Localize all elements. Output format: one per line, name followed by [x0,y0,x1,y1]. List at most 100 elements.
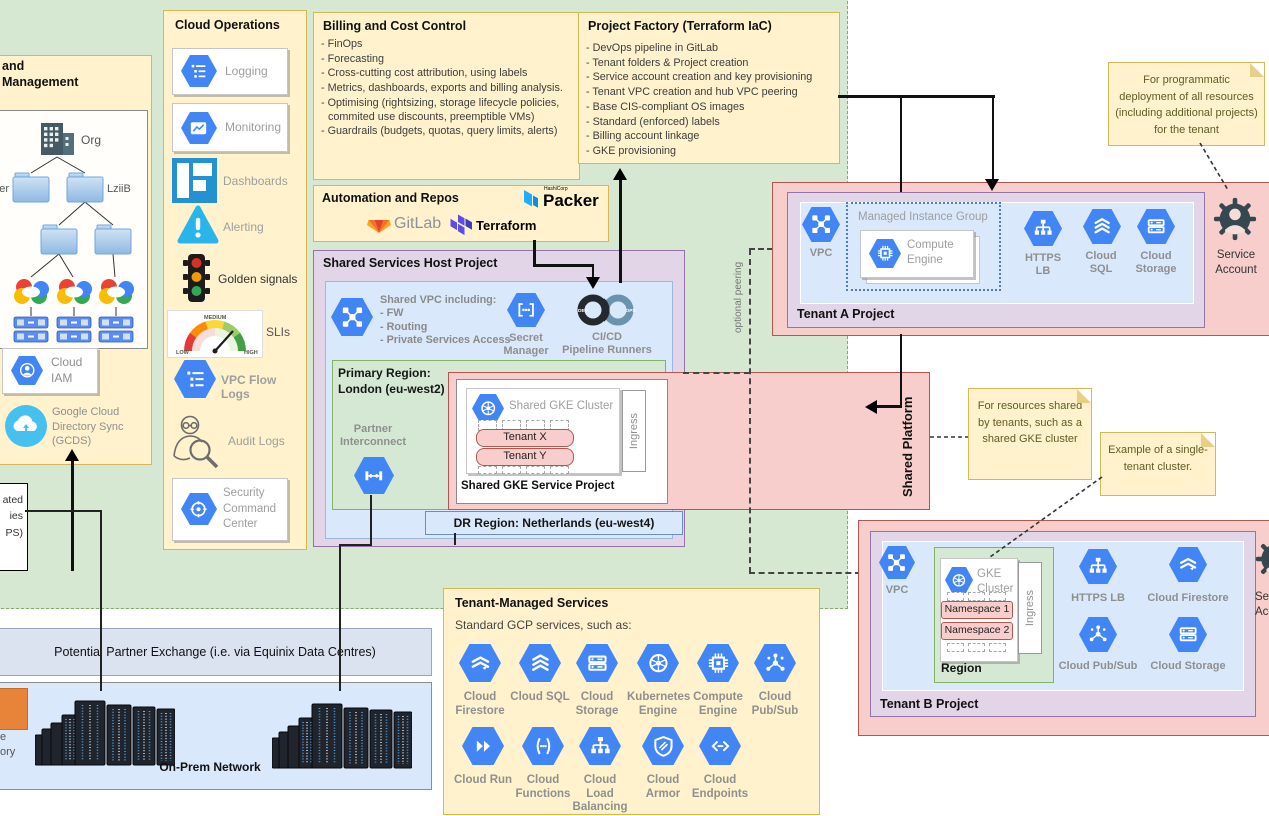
folder-left-label-fragment: er [0,183,9,195]
tenant-b-pubsub-label: Cloud Pub/Sub [1058,660,1138,672]
billing-title: Billing and Cost Control [323,19,467,33]
vpc-flow-logs-icon [174,360,216,398]
monitoring-label: Monitoring [225,120,282,134]
list-item: - Tenant folders & Project creation [586,56,749,69]
arrow-factory-tenant-a-v [991,95,994,180]
cloud-functions-label: Cloud Functions [515,774,571,800]
list-item: - Base CIS-compliant OS images [586,100,745,113]
cloud-iam-card: Cloud IAM [2,348,98,394]
scc-label: Security Command Center [223,487,277,531]
partner-interconnect-label: Partner Interconnect [339,423,406,448]
alerting-label: Alerting [223,220,264,234]
logging-label: Logging [225,64,268,78]
tenant-b-ingress-label: Ingress [1024,589,1036,627]
org-hierarchy-box: Org er LziiB [0,110,148,349]
tenant-a-cloud-sql-icon [1083,209,1121,244]
cloud-iam-icon [11,356,43,385]
tenant-b-pubsub-icon [1079,617,1117,652]
list-item: - FinOps [321,38,363,50]
gcds-icon [4,404,48,448]
list-item: - Forecasting [321,52,385,65]
server-rack-left [35,695,175,767]
cloud-endpoints-label: Cloud Endpoints [691,774,749,800]
svg-text:MEDIUM: MEDIUM [204,315,227,321]
svg-text:LOW: LOW [176,350,190,356]
kubernetes-engine-label: Kubernetes Engine [627,691,691,717]
tenant-managed-title: Tenant-Managed Services [455,596,609,610]
note-single-tenant-text: Example of a single-tenant cluster. [1108,444,1208,473]
identity-box-title-fragment: and Management [2,59,79,90]
golden-signals-icon [183,252,210,306]
billing-list: - FinOps- Forecasting- Cross-cutting cos… [321,38,573,140]
monitoring-card: Monitoring [172,103,288,152]
dashboards-icon [172,158,217,203]
scc-icon [181,493,217,525]
namespace-1-pill: Namespace 1 [941,601,1013,619]
note-shared-resources: For resources shared by tenants, such as… [968,388,1092,480]
tenant-b-service-account-icon [1254,537,1269,581]
arrow-factory-platform-v2 [899,334,902,407]
tenant-b-gke-icon [945,567,973,593]
tenant-b-firestore-label: Cloud Firestore [1147,592,1229,604]
tenant-a-label: Tenant A Project [797,307,895,321]
automation-title: Automation and Repos [322,191,459,205]
onprem-network-label: On-Prem Network [159,760,261,774]
arrow-gcds [71,461,74,571]
arrowhead-cicd [586,277,600,289]
compute-engine-label: Compute Engine [907,239,954,266]
arrowhead-factory [613,168,627,180]
tenant-b-region-label: Region [941,661,982,675]
tenant-a-service-account-icon [1212,196,1258,242]
tenant-b-label: Tenant B Project [880,697,979,711]
monitoring-icon [181,112,217,144]
packer-brand-label: HashiCorp [544,186,568,192]
dashboards-label: Dashboards [223,174,288,188]
shared-vpc-icon [331,298,373,336]
shared-vpc-note: Shared VPC including: - FW - Routing - P… [380,294,511,347]
list-item: - Standard (enforced) labels [586,115,720,128]
dr-region-strip: DR Region: Netherlands (eu-west4) [425,511,683,535]
cloud-firestore-label: Cloud Firestore [455,691,505,717]
cloud-sql-label: Cloud SQL [510,691,570,703]
left-cut-note-text-fragment: ated ies PS) [2,494,23,539]
mig-box [846,202,1001,291]
list-item: - Tenant VPC creation and hub VPC peerin… [586,86,798,99]
line-partner-jog [339,544,372,546]
project-factory-title: Project Factory (Terraform IaC) [588,19,772,33]
alerting-icon [176,204,220,246]
peering-to-tenant-b [749,572,861,574]
compute-engine-label: Compute Engine [693,691,743,717]
arrow-automation-3 [591,264,594,278]
packer-label: Packer [543,191,599,210]
folder-right-label: LziiB [107,183,131,195]
cloud-run-label: Cloud Run [453,774,513,786]
tenant-b-storage-label: Cloud Storage [1150,660,1226,672]
shared-platform-label: Shared Platform [900,396,915,497]
audit-logs-label: Audit Logs [228,434,285,448]
cloud-iam-label: Cloud IAM [51,355,83,385]
gitlab-label: GitLab [394,215,442,232]
list-item: - GKE provisioning [586,144,677,157]
secret-manager-label: Secret Manager [503,332,549,357]
logging-card: Logging [172,48,288,95]
arrow-factory-from-shared-services [619,180,622,283]
arrowhead-tenant-a [985,179,999,191]
list-item: - DevOps pipeline in GitLab [586,42,719,54]
shared-ingress-tab: Ingress [622,390,646,472]
org-folders [12,172,132,255]
onprem-ad-label-fragment: e ory [0,731,16,758]
tenant-a-vpc-label: VPC [809,247,833,259]
billing-box [313,12,580,180]
server-rack-right [272,698,412,770]
tenant-b-ghosts-top [947,592,1006,601]
optional-peering-label: optional peering [733,261,744,333]
line-onprem-right [339,544,341,691]
cloud-storage-label: Cloud Storage [575,691,619,717]
tenant-managed-subtitle: Standard GCP services, such as: [455,618,632,632]
note-programmatic-deployment: For programmatic deployment of all resou… [1108,62,1265,146]
arrow-factory-platform-h [877,405,902,408]
line-dr-down [454,533,456,545]
tenant-a-cloud-sql-label: Cloud SQL [1085,250,1117,275]
left-cut-note: ated ies PS) [0,483,28,571]
